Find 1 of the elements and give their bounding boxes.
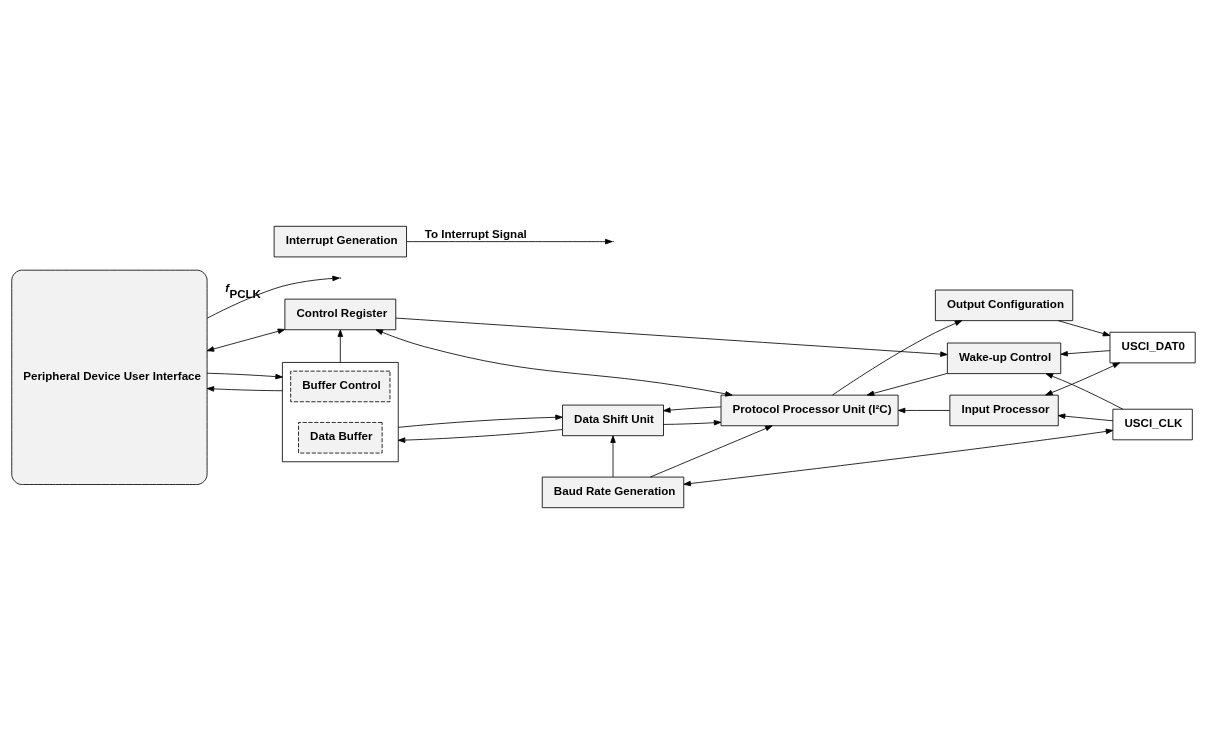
edge-label: To Interrupt Signal [424,227,527,240]
